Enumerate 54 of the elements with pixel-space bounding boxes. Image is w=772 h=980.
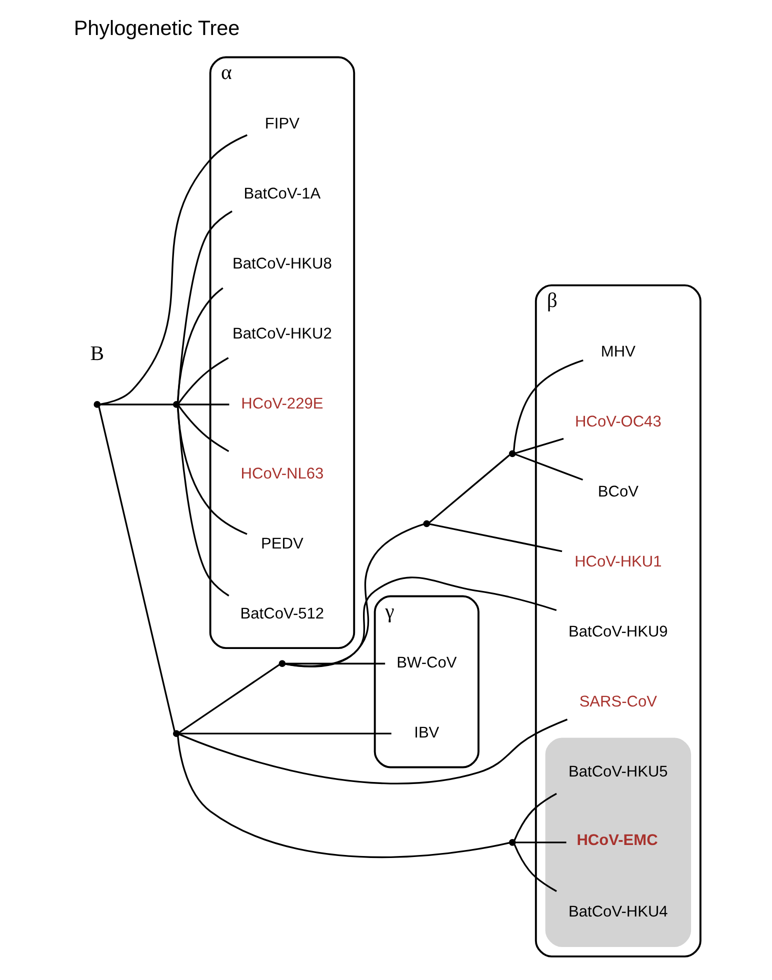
connector bbox=[178, 406, 229, 452]
node-text: BatCoV-1A bbox=[243, 186, 320, 203]
label: B bbox=[90, 343, 104, 366]
connector bbox=[428, 523, 562, 552]
connector bbox=[178, 718, 568, 784]
node-point bbox=[508, 838, 516, 846]
connector bbox=[99, 134, 247, 406]
connector bbox=[514, 453, 583, 481]
node-text: BatCoV-HKU4 bbox=[568, 903, 668, 920]
connector bbox=[176, 287, 223, 402]
node-text: PEDV bbox=[260, 535, 303, 552]
connector bbox=[176, 407, 247, 535]
node-text: MHV bbox=[600, 344, 635, 361]
node-text: HCoV-OC43 bbox=[574, 414, 661, 431]
connector bbox=[100, 404, 174, 406]
node-point bbox=[93, 401, 100, 408]
cluster bbox=[544, 738, 691, 948]
node-text: BatCoV-HKU8 bbox=[232, 256, 332, 273]
node-text: BatCoV-HKU5 bbox=[568, 763, 668, 780]
node-text: FIPV bbox=[264, 116, 299, 133]
connector bbox=[284, 662, 385, 664]
connector bbox=[514, 842, 566, 844]
node-text: HCoV-NL63 bbox=[240, 465, 324, 482]
connector bbox=[178, 664, 280, 734]
node-text: BatCoV-HKU9 bbox=[568, 624, 668, 641]
node-point bbox=[422, 520, 430, 528]
node-text: SARS-CoV bbox=[578, 693, 657, 710]
connector bbox=[284, 576, 556, 667]
node-text: IBV bbox=[414, 724, 439, 742]
node-text: HCoV-EMC bbox=[576, 832, 658, 850]
connector bbox=[512, 360, 583, 451]
connector bbox=[176, 736, 510, 858]
connector bbox=[98, 406, 175, 732]
connector bbox=[178, 357, 228, 404]
connector bbox=[513, 844, 556, 892]
connector bbox=[513, 792, 556, 841]
connector bbox=[176, 210, 232, 402]
node-text: HCoV-229E bbox=[240, 396, 323, 413]
connector bbox=[178, 404, 229, 406]
node-text: BatCoV-512 bbox=[240, 605, 324, 622]
node-text: BCoV bbox=[597, 484, 638, 501]
node-point bbox=[278, 660, 286, 668]
node-point bbox=[172, 401, 180, 408]
node-text: BW-CoV bbox=[396, 654, 456, 672]
node-text: HCoV-HKU1 bbox=[574, 554, 662, 571]
node-text: BatCoV-HKU2 bbox=[232, 326, 332, 343]
diagram-title: Phylogenetic Tree bbox=[73, 16, 240, 40]
connector bbox=[284, 523, 424, 668]
connector bbox=[428, 454, 510, 524]
connector bbox=[514, 438, 564, 454]
connector bbox=[178, 732, 391, 734]
node-point bbox=[172, 730, 180, 738]
node-point bbox=[508, 450, 516, 458]
connector bbox=[176, 406, 229, 596]
